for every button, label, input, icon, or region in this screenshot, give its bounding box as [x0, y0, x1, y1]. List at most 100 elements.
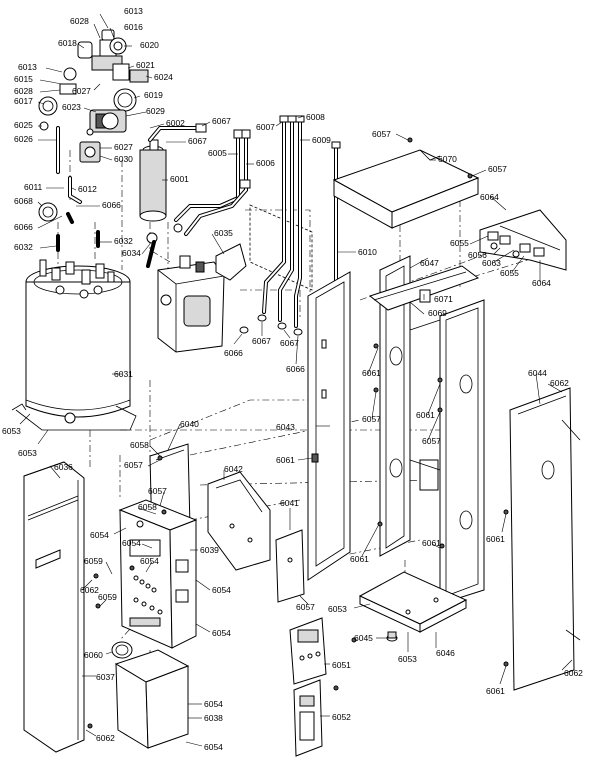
front-panel-6036 [23, 461, 85, 753]
label-6070: 6070 [438, 154, 457, 164]
label-6043: 6043 [276, 422, 295, 432]
label-6021: 6021 [136, 60, 155, 70]
label-6027: 6027 [72, 86, 91, 96]
ring-6060 [111, 641, 133, 659]
pipes-6005-6006 [174, 129, 251, 236]
label-6001: 6001 [170, 174, 189, 184]
label-6061d: 6061 [350, 554, 369, 564]
label-6066b: 6066 [14, 222, 33, 232]
label-6061c: 6061 [276, 455, 295, 465]
label-6058: 6058 [130, 440, 149, 450]
label-6061f: 6061 [486, 534, 505, 544]
label-6057e: 6057 [124, 460, 143, 470]
label-6006: 6006 [256, 158, 275, 168]
bracket-outline [249, 204, 313, 291]
label-6036: 6036 [54, 462, 73, 472]
label-6030: 6030 [114, 154, 133, 164]
label-6057d: 6057 [422, 436, 441, 446]
label-6064: 6064 [480, 192, 499, 202]
label-6058b: 6058 [138, 502, 157, 512]
bracket-6041 [275, 529, 305, 603]
label-6053d: 6053 [398, 654, 417, 664]
label-6055: 6055 [450, 238, 469, 248]
leader-lines [19, 13, 573, 747]
sensor-rods-6032 [56, 230, 100, 252]
circuit-board-6052 [293, 679, 323, 757]
label-6009: 6009 [312, 135, 331, 145]
label-6028b: 6028 [14, 86, 33, 96]
label-6054: 6054 [90, 530, 109, 540]
label-6032: 6032 [14, 242, 33, 252]
label-6023: 6023 [62, 102, 81, 112]
label-6034: 6034 [122, 248, 141, 258]
side-panel-6044 [509, 387, 581, 691]
label-6053b: 6053 [18, 448, 37, 458]
label-6029: 6029 [146, 106, 165, 116]
label-6054f: 6054 [204, 699, 223, 709]
label-6024: 6024 [154, 72, 173, 82]
label-6011: 6011 [24, 182, 43, 192]
controller-6051 [289, 617, 327, 685]
expansion-vessel-6001 [139, 139, 167, 222]
label-6063: 6063 [482, 258, 501, 268]
cover-6038 [114, 649, 190, 749]
label-6054g: 6054 [204, 742, 223, 752]
label-6057c: 6057 [362, 414, 381, 424]
gauge-6068 [38, 202, 58, 222]
frame-6047 [368, 255, 485, 605]
label-6059b: 6059 [98, 592, 117, 602]
riser-pipes [239, 115, 341, 336]
label-6044: 6044 [528, 368, 547, 378]
grommet-6045 [386, 631, 398, 642]
label-6031: 6031 [114, 369, 133, 379]
label-6057g: 6057 [296, 602, 315, 612]
label-6053: 6053 [2, 426, 21, 436]
water-tank-6031 [11, 259, 137, 431]
label-6010: 6010 [358, 247, 377, 257]
label-6016: 6016 [124, 22, 143, 32]
label-6013b: 6013 [18, 62, 37, 72]
top-cover-6070 [332, 149, 480, 229]
label-6015: 6015 [14, 74, 33, 84]
label-6008: 6008 [306, 112, 325, 122]
plate-6042 [207, 471, 271, 571]
label-6057b: 6057 [488, 164, 507, 174]
label-6054c: 6054 [140, 556, 159, 566]
label-6019: 6019 [144, 90, 163, 100]
label-6032b: 6032 [114, 236, 133, 246]
label-6017: 6017 [14, 96, 33, 106]
label-6051: 6051 [332, 660, 351, 670]
label-6054b: 6054 [122, 538, 141, 548]
label-6067d: 6067 [280, 338, 299, 348]
label-6061b: 6061 [416, 410, 435, 420]
label-6061g: 6061 [486, 686, 505, 696]
label-6053c: 6053 [328, 604, 347, 614]
label-6062b: 6062 [80, 585, 99, 595]
label-6040: 6040 [180, 419, 199, 429]
label-6002: 6002 [166, 118, 185, 128]
label-6046: 6046 [436, 648, 455, 658]
bottom-tray-6046 [358, 571, 468, 633]
label-6066d: 6066 [286, 364, 305, 374]
label-6068: 6068 [14, 196, 33, 206]
label-6039: 6039 [200, 545, 219, 555]
label-6047: 6047 [420, 258, 439, 268]
label-6013: 6013 [124, 6, 143, 16]
pipe-6026 [56, 126, 82, 224]
label-6062c: 6062 [96, 733, 115, 743]
label-6042: 6042 [224, 464, 243, 474]
callout-labels: 6013 6028 6016 6018 6020 6013 6021 6015 … [2, 6, 583, 752]
label-6059: 6059 [84, 556, 103, 566]
valve-assembly [38, 29, 149, 163]
label-6038: 6038 [204, 713, 223, 723]
label-6062: 6062 [550, 378, 569, 388]
label-6045: 6045 [354, 633, 373, 643]
label-6041: 6041 [280, 498, 299, 508]
label-6064b: 6064 [532, 278, 551, 288]
label-6054d: 6054 [212, 585, 231, 595]
label-6069: 6069 [428, 308, 447, 318]
label-6026: 6026 [14, 134, 33, 144]
label-6067b: 6067 [188, 136, 207, 146]
label-6056: 6056 [468, 250, 487, 260]
